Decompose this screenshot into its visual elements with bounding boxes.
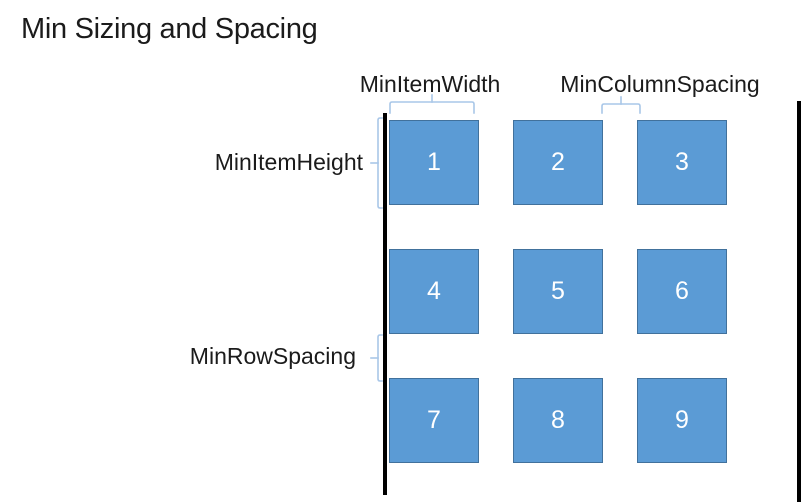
label-min-item-height: MinItemHeight [214, 149, 363, 175]
grid-item-3: 3 [637, 120, 727, 205]
grid-item-5: 5 [513, 249, 603, 334]
grid-item-2: 2 [513, 120, 603, 205]
left-boundary-line [383, 113, 387, 495]
grid-item-7: 7 [389, 378, 479, 463]
label-min-item-width: MinItemWidth [359, 71, 501, 97]
min-item-width-brace-icon [389, 94, 475, 114]
label-min-column-spacing: MinColumnSpacing [560, 71, 760, 97]
page-title: Min Sizing and Spacing [21, 13, 318, 45]
min-row-spacing-brace-icon [370, 334, 383, 382]
grid-item-9: 9 [637, 378, 727, 463]
items-grid: 1 2 3 4 5 6 7 8 9 [389, 120, 727, 463]
label-min-row-spacing: MinRowSpacing [189, 343, 356, 369]
grid-item-1: 1 [389, 120, 479, 205]
right-boundary-line [797, 101, 801, 502]
min-item-height-brace-icon [370, 117, 383, 209]
grid-item-6: 6 [637, 249, 727, 334]
grid-item-8: 8 [513, 378, 603, 463]
min-column-spacing-brace-icon [601, 96, 641, 114]
grid-item-4: 4 [389, 249, 479, 334]
